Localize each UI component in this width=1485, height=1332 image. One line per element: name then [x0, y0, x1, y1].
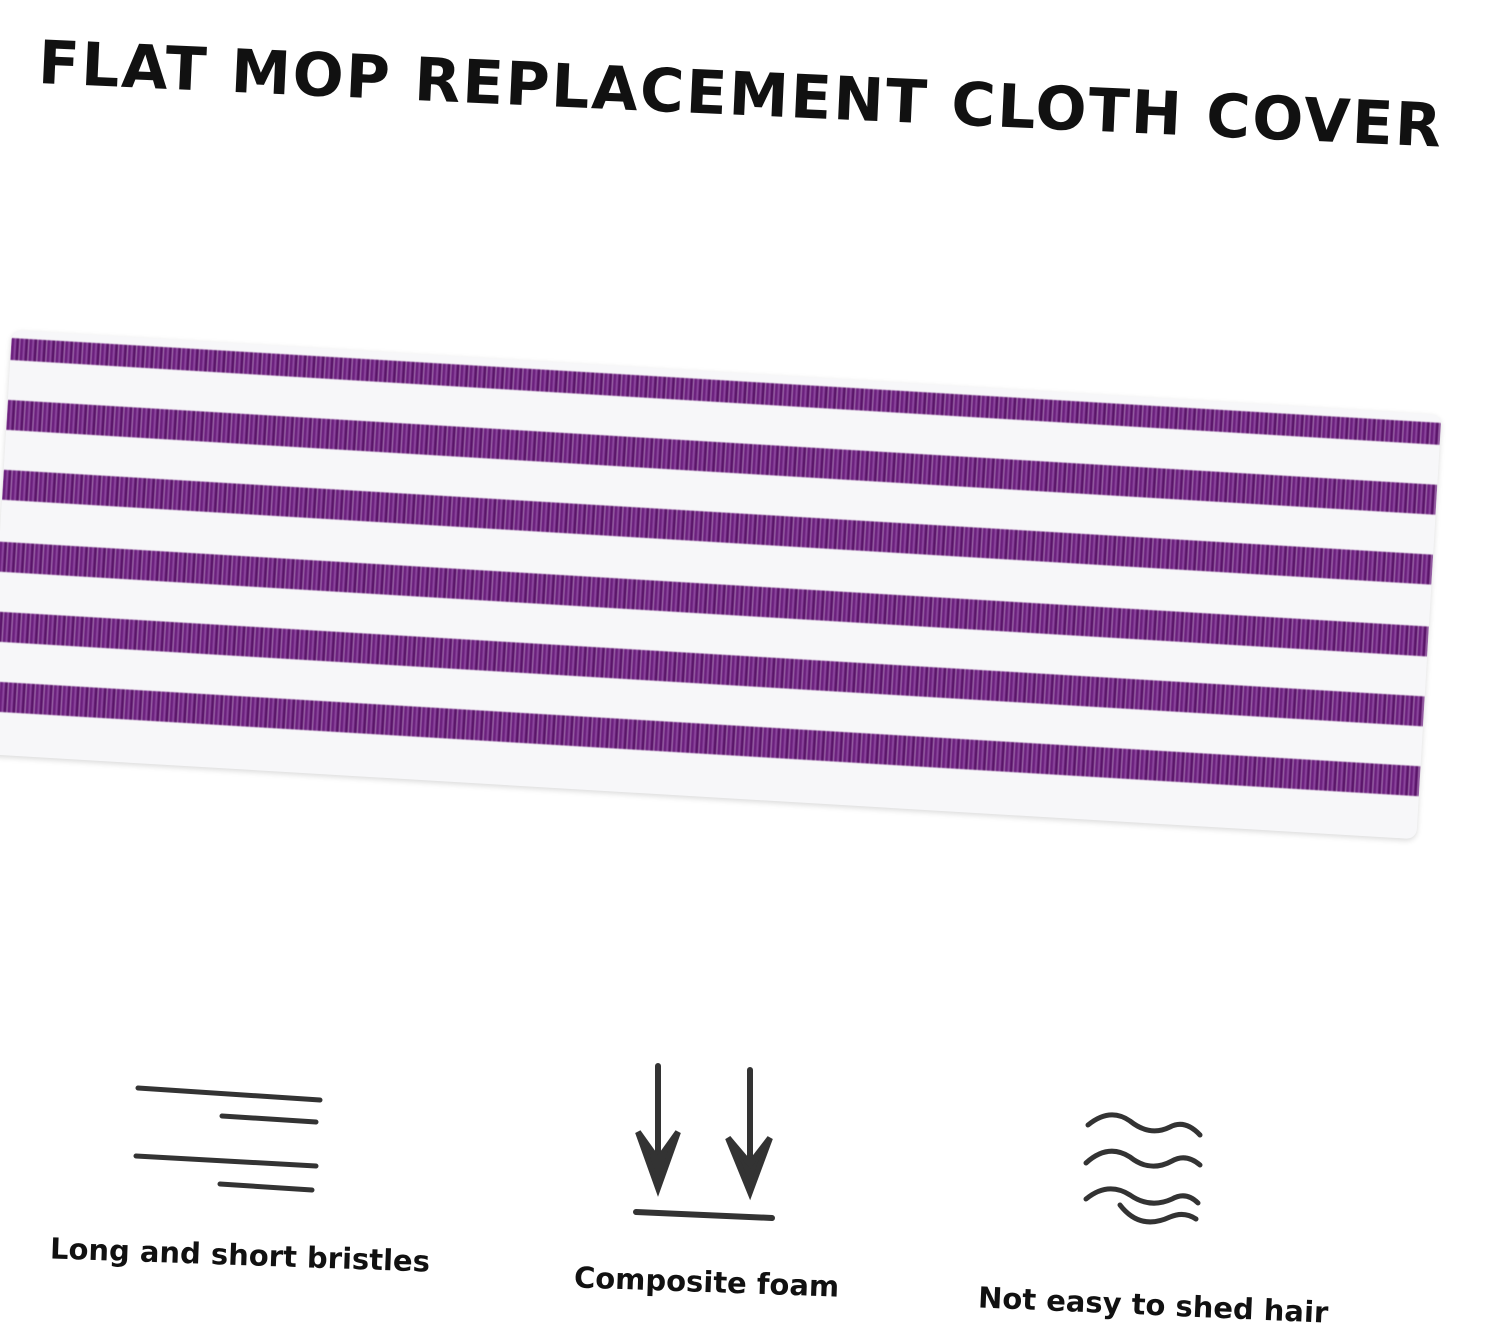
feature-label-bristles: Long and short bristles — [49, 1231, 431, 1279]
feature-label-foam: Composite foam — [573, 1260, 840, 1304]
page-title: FLAT MOP REPLACEMENT CLOTH COVER — [36, 28, 1445, 162]
bristles-lines-icon — [133, 1085, 323, 1193]
waves-icon — [1083, 1112, 1203, 1225]
mop-cloth-image — [0, 330, 1442, 840]
down-arrows-icon — [633, 1063, 775, 1221]
feature-label-shed-hair: Not easy to shed hair — [977, 1280, 1329, 1330]
